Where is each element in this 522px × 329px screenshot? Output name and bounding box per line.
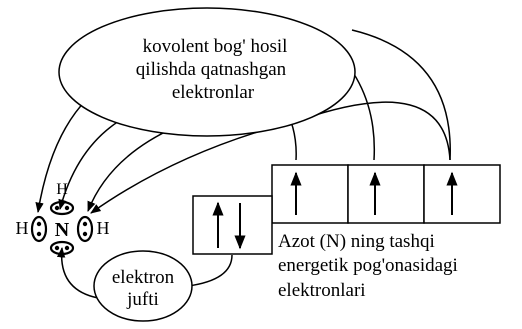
pair-line-1: elektron — [112, 267, 175, 288]
h-right-atom: H — [97, 218, 110, 238]
electron-dot — [36, 221, 42, 227]
electron-dot — [54, 205, 60, 211]
electron-dot — [64, 245, 70, 251]
bubble-line-2: qilishda qatnashgan — [136, 59, 287, 80]
caption-line-3: elektronlari — [278, 280, 366, 301]
right-bond-pair-oval — [76, 215, 94, 243]
n-atom: N — [55, 219, 70, 241]
connector-pair-to-n — [56, 246, 99, 299]
electron-dot — [82, 231, 88, 237]
p-orbital-box-3 — [423, 164, 501, 224]
top-bond-pair-oval — [49, 200, 75, 216]
pair-line-2: jufti — [126, 289, 159, 310]
ammonia-lewis-structure: H H N H — [16, 181, 110, 256]
p-orbital-boxes — [271, 164, 501, 224]
electron-dot — [64, 205, 70, 211]
h-top-atom: H — [56, 181, 68, 198]
s-orbital-box — [192, 195, 273, 255]
p-orbital-box-2 — [347, 164, 425, 224]
bubble-ellipse — [58, 7, 356, 137]
caption-line-2: energetik pog'onasidagi — [278, 255, 458, 276]
orbital-caption: Azot (N) ning tashqi energetik pog'onasi… — [278, 231, 458, 301]
electron-dot — [82, 221, 88, 227]
bubble-line-3: elektronlar — [172, 82, 255, 103]
electron-dot — [36, 231, 42, 237]
connector-to-orbital-3 — [351, 29, 451, 161]
pair-ellipse — [93, 250, 193, 322]
p-orbital-box-1 — [271, 164, 349, 224]
s-orbital-rect — [192, 195, 273, 255]
electron-dot — [54, 245, 60, 251]
lone-pair-oval — [49, 240, 75, 256]
caption-line-1: Azot (N) ning tashqi — [278, 231, 435, 252]
connector-s-orbital-to-pair — [187, 254, 233, 287]
electron-pair-bubble: elektron jufti — [93, 250, 193, 322]
bonding-electrons-bubble: kovolent bog' hosil qilishda qatnashgan … — [58, 7, 356, 137]
bubble-line-1: kovolent bog' hosil — [143, 36, 288, 57]
left-bond-pair-oval — [30, 215, 48, 243]
h-left-atom: H — [16, 218, 29, 238]
